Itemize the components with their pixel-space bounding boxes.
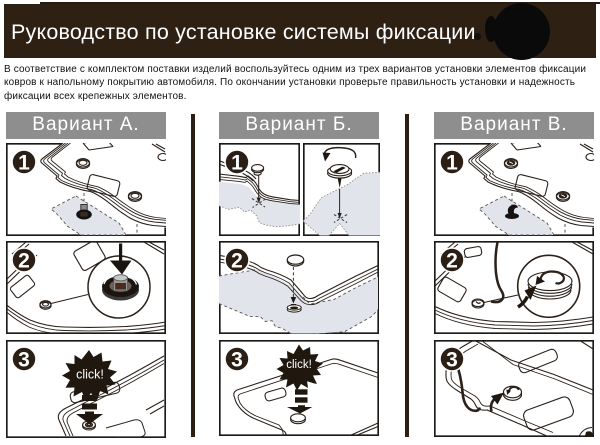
svg-text:3: 3 [231, 349, 243, 372]
svg-text:2: 2 [18, 250, 30, 273]
svg-text:3: 3 [18, 349, 30, 372]
svg-text:3: 3 [446, 349, 458, 372]
svg-text:click!: click! [76, 368, 104, 382]
svg-text:2: 2 [231, 250, 243, 273]
svg-text:2: 2 [446, 250, 458, 273]
svg-text:click!: click! [286, 359, 312, 371]
svg-text:1: 1 [231, 152, 243, 175]
svg-text:1: 1 [18, 152, 30, 175]
svg-text:1: 1 [446, 152, 458, 175]
